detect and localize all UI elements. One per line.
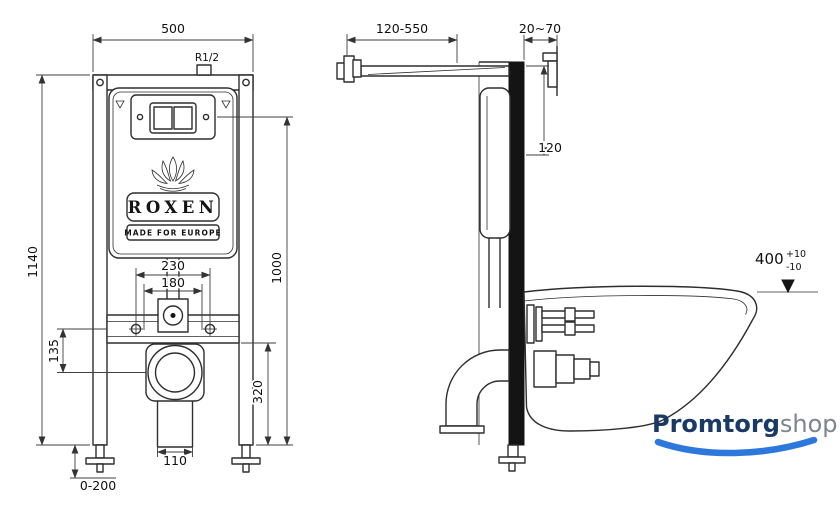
cistern-side [479, 87, 511, 308]
wall-offset-label: 20~70 [519, 21, 561, 36]
corner-bolt-icon [242, 78, 250, 87]
tagline-box [126, 224, 220, 241]
brand-logo: ROXEN MADE FOR EUROPE [124, 156, 222, 241]
leg-adjustment-label: 0-200 [80, 478, 116, 493]
bracket-offset-label: 135 [46, 339, 61, 363]
left-foot [85, 457, 115, 465]
frame-height-label: 1140 [25, 246, 40, 278]
flush-button-right [173, 106, 193, 130]
left-leg [95, 444, 105, 459]
dim-wall-offset: 20~70 [517, 19, 563, 60]
brand-box [126, 192, 220, 222]
adjustment-mark-icon [115, 100, 125, 109]
front-view: ROXEN MADE FOR EUROPE [23, 19, 293, 495]
wall-channel [508, 61, 525, 446]
dim-outlet-width: 110 [157, 447, 193, 470]
toilet-bowl [523, 285, 758, 432]
fixing-width-inner-label: 180 [161, 275, 185, 290]
bowl-outline [523, 285, 758, 432]
side-view: 120-550 20~70 120 400 +10 -10 [336, 19, 818, 472]
bowl-height-tol-plus: +10 [786, 249, 806, 260]
flush-height-label: 1000 [269, 252, 284, 284]
mounting-studs [526, 304, 595, 344]
drain-outlet [145, 343, 205, 448]
right-leg [241, 444, 251, 459]
watermark-swoosh [654, 437, 818, 457]
right-foot [231, 457, 261, 465]
dim-frame-height: 1140 [23, 74, 90, 446]
right-foot-bolt [242, 463, 250, 473]
dim-flush-height: 1000 [217, 116, 293, 446]
bowl-rim-line [523, 295, 748, 315]
stud-nut-icon [564, 321, 576, 336]
dim-frame-depth: 120 [526, 65, 564, 157]
wall-bracket [542, 46, 558, 96]
elbow-flange [439, 425, 485, 434]
dim-leg-adjustment: 0-200 [70, 444, 118, 495]
dim-inlet-length: 120-550 [346, 19, 458, 63]
dim-bracket-offset: 135 [44, 328, 146, 373]
inlet-valve-cap [352, 59, 362, 78]
brand-name: ROXEN [128, 198, 219, 217]
bowl-height-tol-minus: -10 [786, 262, 802, 273]
bracket-plate [547, 60, 558, 88]
corner-bolt-icon [96, 78, 104, 87]
waste-elbow [445, 349, 510, 427]
plate-screw-icon [202, 113, 210, 121]
lotus-icon [151, 156, 195, 192]
stud-nut-icon [564, 307, 576, 322]
watermark-primary: Promtorg [652, 410, 780, 438]
frame-depth-label: 120 [538, 140, 562, 155]
flush-button-left [153, 106, 173, 130]
level-triangle-icon [781, 279, 795, 294]
frame-left-rail [92, 74, 108, 446]
swoosh-path [654, 437, 818, 457]
outlet-height-label: 320 [250, 380, 265, 404]
outlet-width-label: 110 [163, 453, 187, 468]
dim-fixing-180: 180 [143, 273, 203, 330]
inlet-thread-label: R1/2 [195, 52, 219, 64]
cistern-side-body [479, 87, 511, 239]
watermark-text: Promtorgshop [652, 410, 838, 438]
watermark-secondary: shop [779, 410, 838, 438]
dim-frame-width: 500 [92, 19, 254, 72]
brand-tagline: MADE FOR EUROPE [124, 229, 222, 238]
dim-outlet-height: 320 [241, 342, 276, 446]
bowl-height-dim: 400 +10 -10 [753, 248, 818, 294]
inlet-elbow-fitting [157, 298, 189, 333]
bracket-arm [542, 52, 558, 62]
fixing-width-outer-label: 230 [161, 258, 185, 273]
frame-width-label: 500 [161, 21, 185, 36]
drain-connector [533, 350, 600, 388]
mounting-frame [92, 64, 254, 446]
side-foot [498, 444, 526, 472]
left-foot-bolt [96, 463, 104, 473]
drain-outlet-inner-circle [154, 352, 196, 393]
plate-screw-icon [136, 113, 144, 121]
inlet-length-label: 120-550 [376, 21, 428, 36]
inlet-pipe [336, 55, 510, 83]
flush-plate [130, 94, 216, 140]
cistern-inner-line [112, 91, 234, 255]
adjustment-mark-icon [221, 100, 231, 109]
bowl-height-label: 400 [755, 250, 784, 268]
frame-legs [85, 444, 261, 473]
water-inlet-fitting [196, 64, 212, 76]
watermark-logo: Promtorgshop [652, 410, 838, 459]
dim-fixing-230: 230 [135, 256, 211, 330]
